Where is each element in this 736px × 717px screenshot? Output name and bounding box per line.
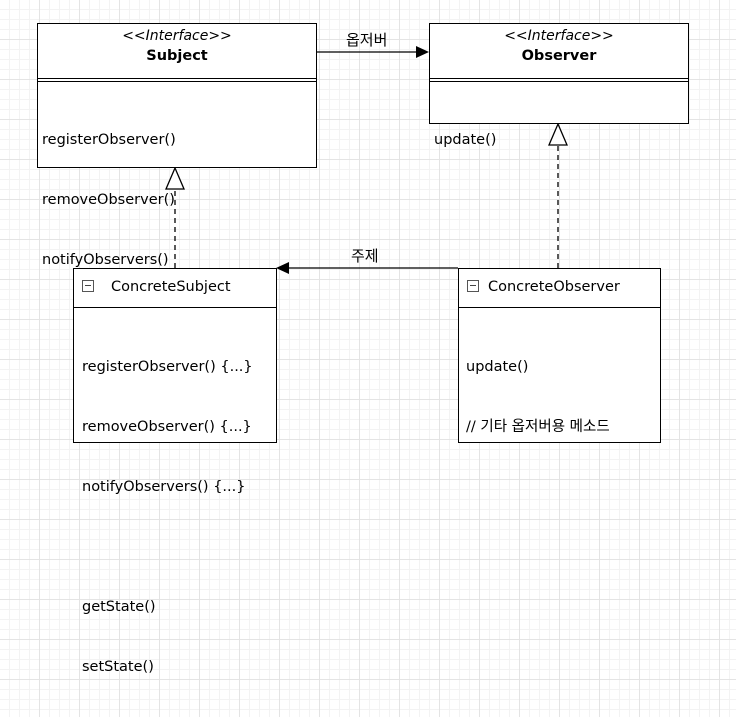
concrete-subject-name: ConcreteSubject (111, 279, 231, 295)
subject-name: Subject (146, 48, 208, 64)
subject-header: <<Interface>> Subject (38, 24, 316, 81)
operation: registerObserver() (42, 132, 176, 148)
concrete-observer-box[interactable]: ConcreteObserver update() // 기타 옵저버용 메소드 (458, 268, 661, 443)
hollow-triangle-observer (548, 122, 568, 146)
concrete-observer-divider (459, 307, 660, 308)
operation: update() (434, 132, 497, 148)
arrowhead-to-observer (416, 46, 429, 58)
collapse-icon[interactable] (82, 280, 94, 292)
operation: removeObserver() {...} (82, 419, 252, 435)
subject-interface-box[interactable]: <<Interface>> Subject registerObserver()… (37, 23, 317, 268)
operation: notifyObservers() (42, 252, 169, 268)
operation: update() (466, 359, 529, 375)
hollow-triangle-subject (165, 166, 185, 190)
operation (82, 537, 272, 557)
operation: notifyObservers() {...} (82, 479, 246, 495)
concrete-subject-box[interactable]: ConcreteSubject registerObserver() {...}… (73, 268, 277, 675)
collapse-icon[interactable] (467, 280, 479, 292)
observer-header: <<Interface>> Observer (430, 24, 688, 81)
subject-operations: registerObserver() removeObserver() noti… (42, 90, 312, 310)
concrete-subject-divider (74, 307, 276, 308)
operation: removeObserver() (42, 192, 175, 208)
observer-interface-box[interactable]: <<Interface>> Observer update() (429, 23, 689, 148)
observer-stereotype: <<Interface>> (504, 28, 614, 44)
subject-stereotype: <<Interface>> (122, 28, 232, 44)
observer-operations: update() (434, 90, 684, 190)
edge-label-observer: 옵저버 (346, 31, 388, 49)
connector-layer (165, 46, 568, 274)
operation: setState() (82, 659, 154, 675)
subject-divider (38, 78, 316, 82)
concrete-observer-header: ConcreteObserver (459, 269, 660, 307)
concrete-subject-operations: registerObserver() {...} removeObserver(… (82, 317, 272, 717)
operation: // 기타 옵저버용 메소드 (466, 419, 610, 435)
observer-divider (430, 78, 688, 82)
concrete-observer-name: ConcreteObserver (488, 279, 620, 295)
edge-label-subject: 주제 (351, 247, 379, 265)
concrete-subject-header: ConcreteSubject (74, 269, 276, 307)
operation: getState() (82, 599, 156, 615)
operation: registerObserver() {...} (82, 359, 253, 375)
concrete-observer-operations: update() // 기타 옵저버용 메소드 (466, 317, 656, 477)
observer-name: Observer (521, 48, 597, 64)
arrowhead-to-concrete-subject (276, 262, 289, 274)
